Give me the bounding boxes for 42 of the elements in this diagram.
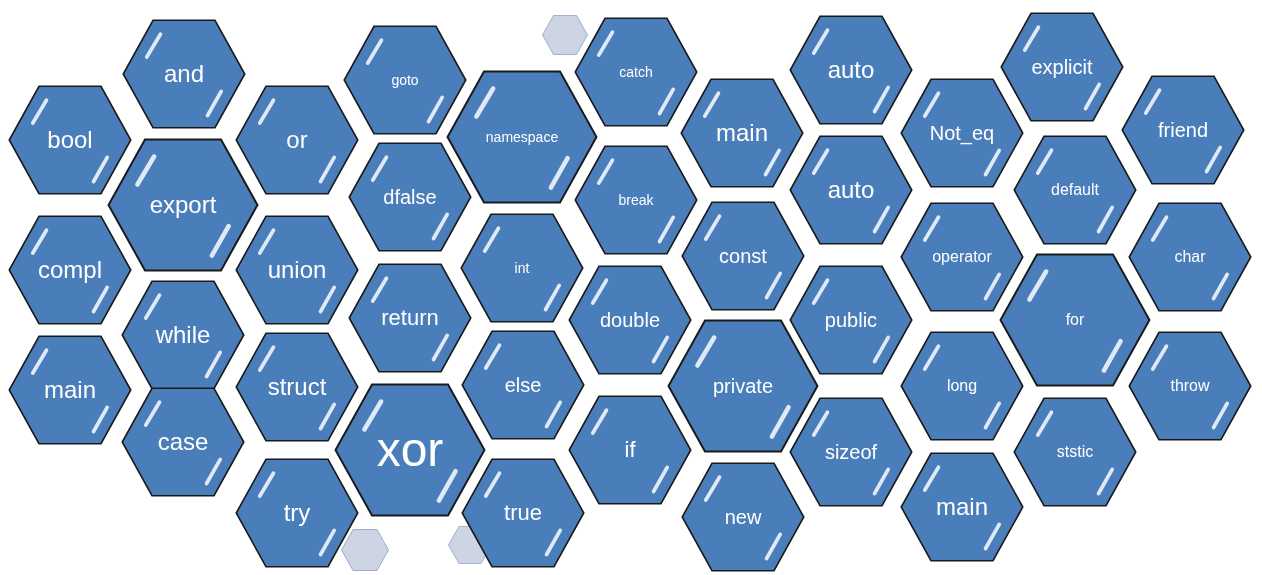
keyword-label: namespace <box>485 130 559 144</box>
keyword-label: ststic <box>1056 444 1094 460</box>
keyword-label: long <box>946 378 978 394</box>
keyword-label: main <box>936 495 988 519</box>
keyword-label: return <box>381 307 439 329</box>
keyword-label: dfalse <box>383 187 437 207</box>
keyword-label: new <box>724 507 762 527</box>
keyword-label: case <box>157 430 209 454</box>
keyword-label: union <box>267 258 327 282</box>
keyword-label: bool <box>47 128 93 152</box>
keyword-label: char <box>1174 249 1206 265</box>
keyword-label: for <box>1065 312 1085 328</box>
keyword-label: double <box>599 310 661 330</box>
keyword-label: struct <box>267 375 327 399</box>
keyword-label: auto <box>827 178 875 202</box>
keyword-label: throw <box>1170 378 1210 394</box>
keyword-label: sizeof <box>824 442 878 462</box>
keyword-label: main <box>44 378 96 402</box>
keyword-label: while <box>155 323 211 347</box>
keyword-label: explicit <box>1031 57 1093 77</box>
keyword-label: main <box>716 121 768 145</box>
keyword-label: default <box>1051 182 1099 198</box>
keyword-label: auto <box>827 58 875 82</box>
keyword-label: export <box>149 193 217 217</box>
keyword-label: if <box>624 439 636 461</box>
keyword-label: int <box>514 261 530 275</box>
keyword-label: private <box>713 376 773 396</box>
keyword-label: xor <box>376 426 444 474</box>
keyword-label: or <box>286 128 308 152</box>
keyword-label: else <box>504 375 542 395</box>
keyword-label: compl <box>38 258 102 282</box>
keyword-label: catch <box>619 65 653 79</box>
keyword-label: try <box>283 501 311 525</box>
keyword-label: Not_eq <box>929 123 995 143</box>
keyword-label: public <box>824 310 878 330</box>
keyword-label: and <box>164 62 204 86</box>
keyword-label: true <box>504 502 542 524</box>
keyword-label: break <box>618 193 654 207</box>
keyword-label: operator <box>932 249 992 265</box>
keyword-label: goto <box>391 73 419 87</box>
keyword-label: const <box>719 246 767 266</box>
keyword-label: friend <box>1158 120 1208 140</box>
